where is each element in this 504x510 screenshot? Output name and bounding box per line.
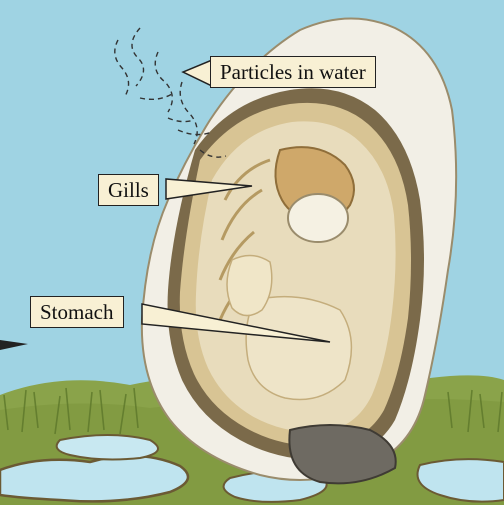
stomach-label: Stomach (30, 296, 124, 328)
gills-label: Gills (98, 174, 159, 206)
particles-label: Particles in water (210, 56, 376, 88)
